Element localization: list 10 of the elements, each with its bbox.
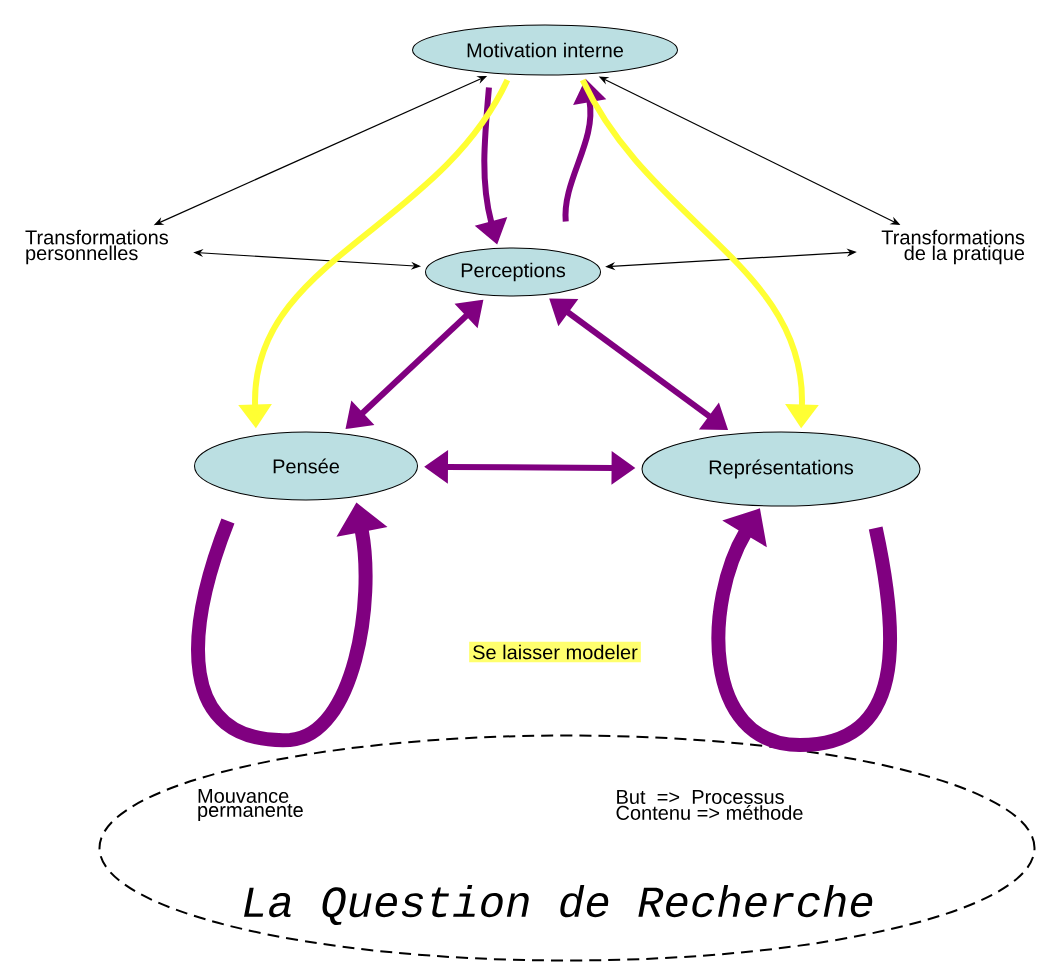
highlighted-label: Se laisser modeler: [469, 641, 641, 663]
ellipse-node: Perceptions: [425, 247, 601, 297]
text-label: Mouvance permanente: [198, 789, 303, 821]
ellipse-node: Représentations: [641, 431, 921, 507]
text-label: Transformations de la pratique: [881, 229, 1025, 265]
ellipse-node: Motivation interne: [412, 24, 678, 76]
text-label: Transformations personnelles: [25, 229, 168, 265]
text-label: But => Processus Contenu => méthode: [616, 790, 803, 820]
title-text: La Question de Recherche: [244, 884, 873, 926]
ellipse-node: Pensée: [194, 431, 418, 501]
